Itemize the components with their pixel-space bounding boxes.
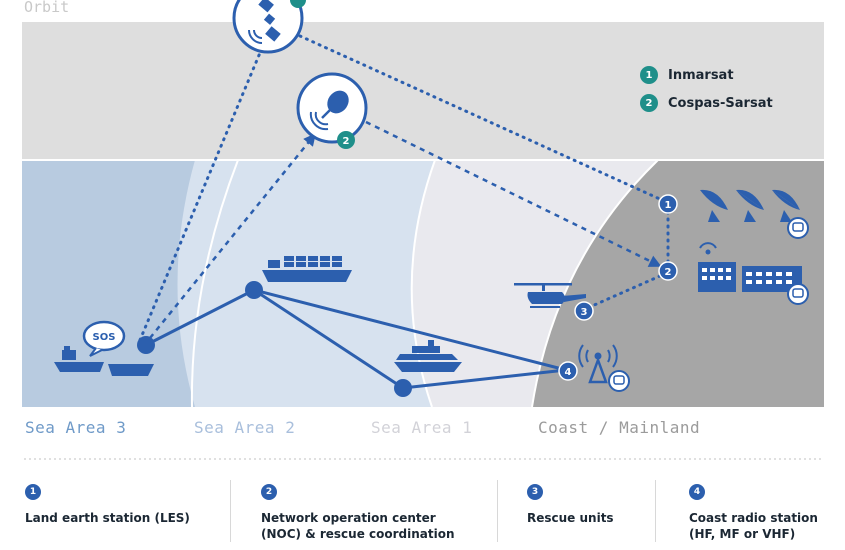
footer-item-rescue-units: 3 Rescue units (527, 484, 614, 526)
uplink-cospas-sarsat (149, 133, 316, 339)
sos-text: SOS (93, 332, 116, 343)
legend-label: Cospas-Sarsat (668, 95, 773, 111)
footer-line: (HF, MF or VHF) (689, 527, 796, 541)
footer-separator (497, 480, 498, 542)
rescue-node-number: 3 (581, 307, 588, 318)
footer-line: Rescue units (527, 511, 614, 525)
satellite-2-badge (337, 131, 355, 149)
sos-speech-bubble: SOS (82, 320, 126, 357)
legend-number: 2 (640, 94, 658, 112)
footer-separator (655, 480, 656, 542)
distress-ship-icon (54, 346, 154, 376)
ferry-icon (394, 340, 462, 372)
link-node (137, 336, 155, 354)
container-ship-icon (262, 256, 352, 282)
noc-to-rescue-link (590, 274, 662, 308)
satellite-2-badge-number: 2 (343, 136, 350, 147)
sea-area-1-label: Sea Area 1 (371, 418, 473, 437)
footer-line: Land earth station (LES) (25, 511, 190, 525)
radio-tower-icon (578, 344, 618, 384)
les-chat-icon (787, 217, 809, 239)
footer-item-coast-radio: 4 Coast radio station (HF, MF or VHF) (689, 484, 818, 542)
coast-radio-node (558, 361, 578, 381)
legend-number: 1 (640, 66, 658, 84)
footer-separator (230, 480, 231, 542)
ship-link (253, 288, 404, 390)
footer-number: 3 (527, 484, 543, 500)
footer-item-les: 1 Land earth station (LES) (25, 484, 190, 526)
footer-item-noc: 2 Network operation center (NOC) & rescu… (261, 484, 455, 542)
satellite-dish-icon (700, 189, 800, 222)
footer-line: (NOC) & rescue coordination (261, 527, 455, 541)
les-node-number: 1 (665, 200, 672, 211)
noc-node-number: 2 (665, 267, 672, 278)
sea-area-3-label: Sea Area 3 (25, 418, 127, 437)
legend-item-cospas-sarsat: 2 Cospas-Sarsat (640, 94, 773, 112)
noc-node (658, 261, 678, 281)
legend-item-inmarsat: 1 Inmarsat (640, 66, 734, 84)
cospas-sarsat-satellite-icon (296, 72, 368, 144)
legend-label: Inmarsat (668, 67, 734, 83)
inmarsat-satellite-icon (232, 0, 304, 54)
orbit-label: Orbit (24, 0, 70, 16)
zone-divider (190, 159, 239, 408)
radio-chat-icon (608, 370, 630, 392)
ship-link (253, 288, 567, 372)
downlink-cospas-sarsat (365, 120, 662, 267)
rescue-node (574, 301, 594, 321)
ship-link (145, 288, 255, 347)
link-node (245, 281, 263, 299)
coast-radio-node-number: 4 (565, 367, 572, 378)
les-node (658, 194, 678, 214)
rescue-helicopter-icon (514, 283, 586, 308)
ship-link (402, 368, 567, 390)
footer-number: 4 (689, 484, 705, 500)
zone-divider (410, 159, 436, 408)
noc-chat-icon (787, 283, 809, 305)
footer-number: 1 (25, 484, 41, 500)
downlink-inmarsat (298, 34, 664, 202)
sea-area-2-label: Sea Area 2 (194, 418, 296, 437)
footer-line: Network operation center (261, 511, 436, 525)
footer-number: 2 (261, 484, 277, 500)
link-node (394, 379, 412, 397)
footer-line: Coast radio station (689, 511, 818, 525)
coast-mainland-label: Coast / Mainland (538, 418, 701, 437)
satellite-1-badge (290, 0, 306, 8)
